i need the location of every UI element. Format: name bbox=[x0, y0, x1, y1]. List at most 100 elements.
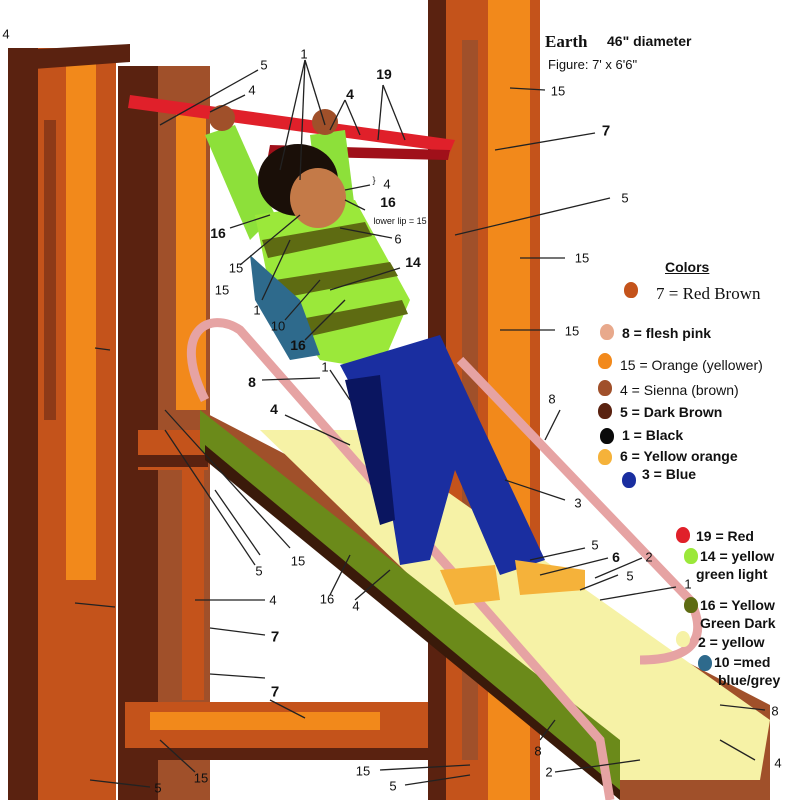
legend-item-yellow-green-light: 14 = yellow bbox=[700, 548, 775, 564]
mid-crossbar-shade bbox=[138, 455, 208, 467]
rail-left bbox=[187, 318, 615, 800]
callout-number: 5 bbox=[621, 190, 629, 206]
callout-number: 15 bbox=[290, 553, 306, 569]
callout-number: 5 bbox=[389, 778, 397, 794]
callout-number: 15 bbox=[550, 83, 566, 99]
callout-number: 5 bbox=[591, 537, 599, 553]
legend-swatch-sienna bbox=[598, 380, 612, 396]
callout-number: 4 bbox=[774, 755, 782, 771]
diagram-title: Earth bbox=[545, 32, 588, 51]
leader-line bbox=[74, 602, 116, 608]
leader-line bbox=[159, 739, 196, 773]
legend-swatch-dark-brown bbox=[598, 403, 612, 419]
callout-number: 15 bbox=[228, 260, 244, 276]
callout-number: 8 bbox=[548, 391, 556, 407]
callout-number: 7 bbox=[601, 122, 611, 140]
callout-number: 16 bbox=[319, 591, 335, 607]
leader-line bbox=[329, 369, 351, 401]
leader-line bbox=[299, 59, 306, 181]
legend-item-yellow: 2 = yellow bbox=[698, 634, 765, 650]
legend-item-yellow-green-dark-cont: Green Dark bbox=[700, 615, 776, 631]
legend-item-yellow-green-light-cont: green light bbox=[696, 566, 768, 582]
legend-item-yellow-orange: 6 = Yellow orange bbox=[620, 448, 738, 464]
legend-item-black: 1 = Black bbox=[622, 427, 684, 443]
leader-line bbox=[344, 184, 371, 191]
leader-line bbox=[269, 699, 306, 719]
callout-number: 5 bbox=[255, 563, 263, 579]
torso-stripe-3 bbox=[295, 300, 408, 338]
leader-line bbox=[599, 586, 677, 601]
leader-line bbox=[539, 719, 556, 741]
callout-number: 1 bbox=[253, 302, 261, 318]
leader-line bbox=[554, 759, 641, 773]
leader-line bbox=[579, 574, 619, 591]
leader-line bbox=[159, 69, 259, 126]
leader-line bbox=[344, 199, 366, 211]
callout-number: 4 bbox=[352, 598, 360, 614]
callout-number: 2 bbox=[645, 549, 653, 565]
callout-number: 3 bbox=[574, 495, 582, 511]
leader-line bbox=[382, 84, 406, 141]
shoe-right bbox=[515, 560, 585, 595]
leader-line bbox=[279, 59, 306, 171]
leader-lines bbox=[74, 59, 766, 788]
leader-line bbox=[329, 267, 401, 291]
callout-number: 1 bbox=[684, 576, 692, 592]
callout-number: 16 bbox=[380, 194, 396, 210]
leader-line bbox=[239, 214, 301, 266]
jeans bbox=[340, 335, 545, 575]
callout-number: 15 bbox=[193, 770, 209, 786]
legend-item-med-blue-grey-cont: blue/grey bbox=[718, 672, 781, 688]
face bbox=[290, 168, 346, 228]
callout-number: 16 bbox=[210, 225, 226, 241]
legend-item-blue: 3 = Blue bbox=[642, 466, 697, 482]
leader-line bbox=[379, 764, 471, 771]
callout-number: 4 bbox=[346, 86, 354, 102]
callout-number: 1 bbox=[321, 359, 329, 375]
shirt-shadow bbox=[250, 255, 320, 360]
leader-line bbox=[719, 704, 766, 711]
legend-swatch-yellow-green-dark bbox=[684, 597, 698, 613]
legend-item-red-brown: 7 = Red Brown bbox=[656, 284, 761, 303]
legend-item-flesh-pink: 8 = flesh pink bbox=[622, 325, 712, 341]
callout-number: 2 bbox=[545, 764, 553, 780]
leader-line bbox=[594, 557, 643, 579]
left-post-shade bbox=[8, 48, 38, 800]
leader-line bbox=[261, 377, 321, 381]
leader-line bbox=[209, 94, 246, 113]
shoe-left bbox=[440, 565, 500, 605]
leader-line bbox=[164, 429, 256, 566]
legend-swatch-orange bbox=[598, 353, 612, 369]
legend-item-orange: 15 = Orange (yellower) bbox=[620, 357, 763, 373]
leader-line bbox=[404, 774, 471, 786]
bottom-crossbeam-light bbox=[150, 712, 380, 730]
leader-line bbox=[304, 299, 346, 341]
left-post-streak bbox=[44, 120, 56, 420]
callout-lower-lip: lower lip = 15 bbox=[373, 216, 427, 226]
callout-number: 4 bbox=[270, 401, 278, 417]
leader-line bbox=[284, 279, 321, 321]
jeans-shade bbox=[345, 375, 395, 525]
legend-item-sienna: 4 = Sienna (brown) bbox=[620, 382, 739, 398]
leader-line bbox=[719, 739, 756, 761]
legend-swatch-yellow bbox=[676, 631, 690, 647]
torso-stripe-2 bbox=[275, 262, 398, 298]
second-post-orange-low bbox=[182, 450, 204, 700]
callout-number: 15 bbox=[355, 763, 371, 779]
leader-line bbox=[344, 99, 361, 136]
callout-number: 16 bbox=[290, 337, 306, 353]
leader-line bbox=[209, 627, 266, 636]
legend-swatch-yellow-orange bbox=[598, 449, 612, 465]
callout-number: 4 bbox=[269, 592, 277, 608]
legend-swatch-flesh-pink bbox=[600, 324, 614, 340]
red-bar bbox=[128, 95, 455, 152]
left-post-highlight bbox=[66, 60, 96, 580]
callout-number: 4 bbox=[383, 176, 391, 192]
leader-line bbox=[261, 239, 291, 301]
leader-line bbox=[539, 557, 609, 576]
callout-number: 7 bbox=[270, 628, 280, 646]
legend-item-red: 19 = Red bbox=[696, 528, 754, 544]
callout-number: 14 bbox=[405, 254, 421, 270]
callout-brace: } bbox=[372, 175, 376, 185]
